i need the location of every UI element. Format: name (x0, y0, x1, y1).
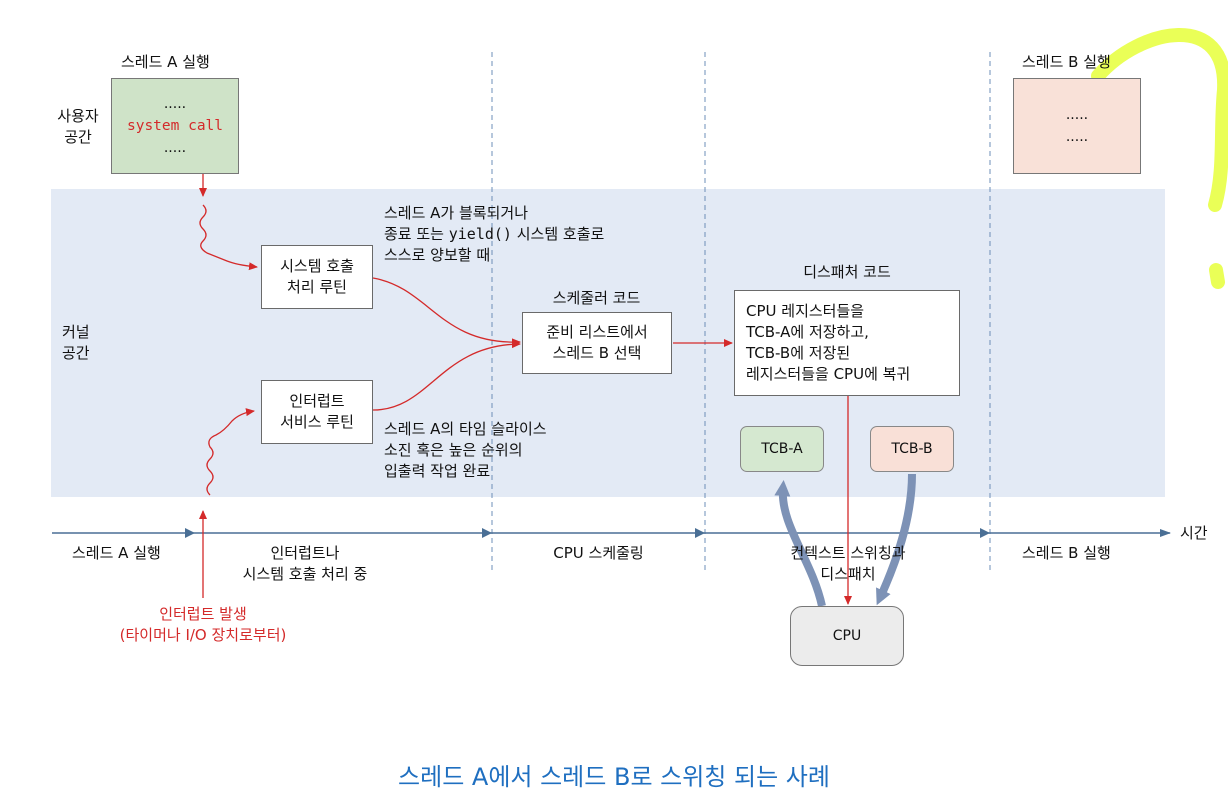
phase-dividers (491, 52, 991, 572)
block-note: 스레드 A가 블록되거나 종료 또는 yield() 시스템 호출로 스스로 양… (384, 203, 604, 266)
timeslice-note: 스레드 A의 타임 슬라이스 소진 혹은 높은 순위의 입출력 작업 완료 (384, 419, 547, 482)
block-note-line2: 종료 또는 yield() 시스템 호출로 (384, 224, 604, 245)
dispatcher-line3: TCB-B에 저장된 (746, 344, 851, 362)
kernel-space-label: 커널 공간 (62, 322, 90, 364)
thread-b-dots-bottom: ..... (1065, 129, 1089, 145)
timeslice-note-line1: 스레드 A의 타임 슬라이스 (384, 420, 547, 438)
isr-routine-line1: 인터럽트 (289, 392, 345, 410)
thread-a-run-header: 스레드 A 실행 (121, 53, 210, 71)
block-note-line3: 스스로 양보할 때 (384, 246, 491, 264)
user-space-label: 사용자 공간 (52, 106, 104, 148)
system-call-text: system call (126, 118, 224, 134)
thread-a-user-box: ..... system call ..... (111, 78, 239, 174)
syscall-routine-line1: 시스템 호출 (280, 257, 354, 275)
interrupt-source-line2: (타이머나 I/O 장치로부터) (119, 626, 287, 644)
syscall-routine-line2: 처리 루틴 (287, 278, 347, 296)
block-note-line2-post: 시스템 호출로 (511, 225, 605, 243)
context-switch-arrows (774, 473, 916, 607)
scheduler-line2: 스레드 B 선택 (552, 344, 642, 362)
tcb-a-box: TCB-A (740, 426, 824, 472)
dispatcher-line2: TCB-A에 저장하고, (746, 323, 869, 341)
user-space-label-line1: 사용자 (57, 107, 99, 125)
scheduler-line1: 준비 리스트에서 (546, 323, 648, 341)
timeline-axis (52, 528, 1171, 538)
dispatcher-line4: 레지스터들을 CPU에 복귀 (746, 365, 911, 383)
kernel-space-label-line1: 커널 (62, 323, 90, 341)
kernel-space-label-line2: 공간 (62, 344, 90, 362)
isr-routine-box: 인터럽트 서비스 루틴 (261, 380, 373, 444)
time-axis-label: 시간 (1180, 524, 1208, 542)
thread-a-dots-bottom: ..... (163, 140, 187, 156)
phase-context-switch-line1: 컨텍스트 스위칭과 (790, 544, 906, 562)
user-space-label-line2: 공간 (64, 128, 92, 146)
highlighter-scribble (1091, 28, 1228, 289)
interrupt-source-label: 인터럽트 발생 (타이머나 I/O 장치로부터) (78, 604, 328, 646)
dispatcher-line1: CPU 레지스터들을 (746, 302, 865, 320)
scheduler-title: 스케줄러 코드 (552, 289, 641, 307)
phase-thread-b-run: 스레드 B 실행 (1022, 544, 1111, 562)
phase-interrupt-syscall: 인터럽트나 시스템 호출 처리 중 (205, 543, 405, 585)
block-note-line1: 스레드 A가 블록되거나 (384, 204, 528, 222)
yield-code: yield() (448, 225, 512, 243)
phase-context-switch-line2: 디스패치 (820, 565, 876, 583)
thread-a-dots-top: ..... (163, 96, 187, 112)
thread-b-run-header: 스레드 B 실행 (1022, 53, 1111, 71)
interrupt-path (199, 408, 255, 598)
phase-interrupt-syscall-line1: 인터럽트나 (270, 544, 340, 562)
phase-cpu-scheduling: CPU 스케줄링 (553, 544, 644, 562)
dispatcher-title: 디스패처 코드 (803, 263, 891, 281)
figure-caption: 스레드 A에서 스레드 B로 스위칭 되는 사례 (398, 763, 830, 791)
thread-b-user-box: ..... ..... (1013, 78, 1141, 174)
tcb-b-box: TCB-B (870, 426, 954, 472)
timeslice-note-line2: 소진 혹은 높은 순위의 (384, 441, 523, 459)
timeslice-note-line3: 입출력 작업 완료 (384, 462, 491, 480)
scheduler-box: 준비 리스트에서 스레드 B 선택 (522, 312, 672, 374)
cpu-box: CPU (790, 606, 904, 666)
phase-context-switch: 컨텍스트 스위칭과 디스패치 (748, 543, 948, 585)
phase-thread-a-run: 스레드 A 실행 (72, 544, 161, 562)
dispatcher-box: CPU 레지스터들을 TCB-A에 저장하고, TCB-B에 저장된 레지스터들… (734, 290, 960, 396)
interrupt-source-line1: 인터럽트 발생 (159, 605, 247, 623)
syscall-routine-box: 시스템 호출 처리 루틴 (261, 245, 373, 309)
phase-interrupt-syscall-line2: 시스템 호출 처리 중 (242, 565, 368, 583)
thread-b-dots-top: ..... (1065, 107, 1089, 123)
block-note-line2-pre: 종료 또는 (384, 225, 449, 243)
to-scheduler-curves (372, 277, 852, 605)
isr-routine-line2: 서비스 루틴 (280, 413, 354, 431)
